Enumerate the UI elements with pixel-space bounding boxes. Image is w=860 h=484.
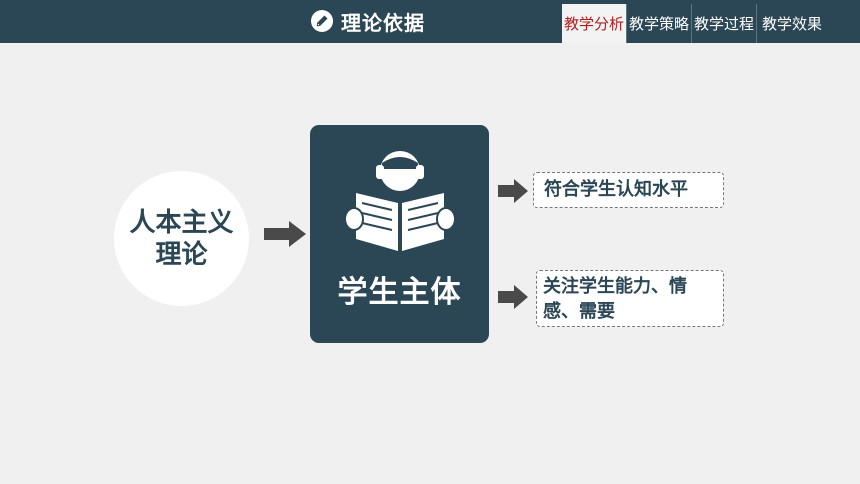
theory-label-line1: 人本主义 [129,207,234,238]
theory-circle: 人本主义 理论 [114,171,249,306]
arrow-right-icon [498,179,528,203]
reading-student-icon [344,151,456,251]
top-bar: 理论依据 教学分析 教学策略 教学过程 教学效果 [0,0,860,43]
tab-teaching-effect[interactable]: 教学效果 [756,4,824,43]
point-ability-emotion-needs: 关注学生能力、情感、需要 [536,270,724,327]
arrow-right-icon [498,285,528,309]
point-cognitive-level: 符合学生认知水平 [533,172,724,208]
tab-teaching-strategy[interactable]: 教学策略 [626,4,691,43]
nav-tabs: 教学分析 教学策略 教学过程 教学效果 [562,4,824,43]
theory-label-line2: 理论 [155,239,208,270]
tab-teaching-analysis[interactable]: 教学分析 [562,4,627,43]
tab-teaching-process[interactable]: 教学过程 [691,4,756,43]
arrow-right-icon [264,221,306,247]
pencil-icon [311,10,333,32]
header-title-group: 理论依据 [311,6,425,36]
page-title: 理论依据 [341,10,425,35]
student-subject-panel: 学生主体 [310,125,489,343]
center-title: 学生主体 [337,275,462,310]
